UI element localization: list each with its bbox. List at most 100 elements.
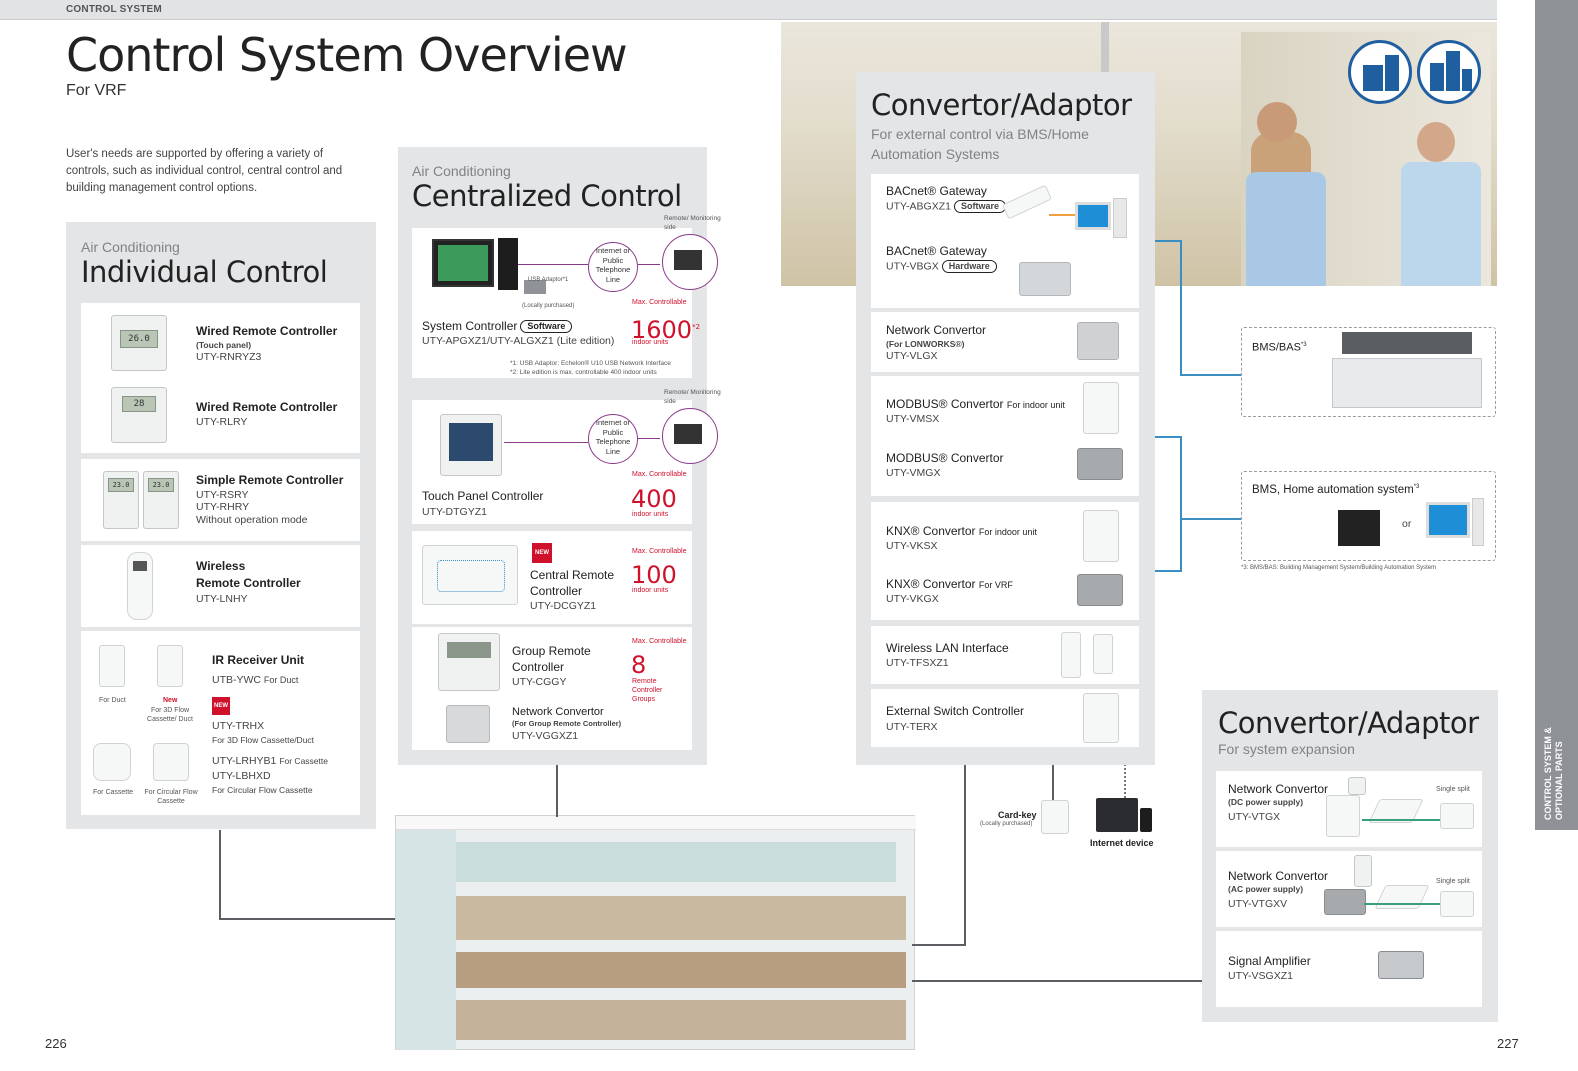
modbus-indoor-image (1083, 382, 1119, 434)
new-caption: New (163, 697, 178, 704)
bms-bas-text: BMS/BAS (1252, 341, 1301, 354)
remote-screen (133, 561, 147, 571)
model-code: UTY-ABGXZ1 (886, 200, 951, 213)
centralized-small-title: Air Conditioning (412, 163, 511, 179)
internet-label: Internet or Public Telephone Line (595, 418, 631, 456)
unit-label: indoor units (632, 587, 669, 594)
product-model: UTY-RSRY (196, 489, 249, 501)
remote-label: Remote/ Monitoring side (664, 389, 721, 405)
product-model: UTY-RNRYZ3 (196, 351, 262, 363)
modbus-card[interactable]: MODBUS® Convertor For indoor unit UTY-VM… (871, 376, 1139, 496)
convertor-system-title: Convertor/Adaptor (1218, 706, 1479, 740)
unit-label: Remote Controller Groups (632, 678, 663, 703)
network-convertor-dc-card[interactable]: Network Convertor (DC power supply) UTY-… (1216, 771, 1482, 847)
product-name: MODBUS® Convertor For indoor unit (886, 397, 1065, 413)
product-name: Simple Remote Controller (196, 473, 344, 487)
individual-small-title: Air Conditioning (81, 239, 180, 255)
knx-card[interactable]: KNX® Convertor For indoor unit UTY-VKSX … (871, 502, 1139, 620)
count-value: 1600 (631, 316, 693, 344)
lcd-display: 23.0 (148, 478, 174, 492)
product-name: BACnet® Gateway (886, 244, 987, 258)
simple-controller-card[interactable]: 23.0 23.0 Simple Remote Controller UTY-R… (81, 459, 360, 541)
convertor-ac-image (1324, 889, 1366, 915)
photo-head-right (1417, 122, 1455, 162)
signal-amplifier-card[interactable]: Signal Amplifier UTY-VSGXZ1 (1216, 931, 1482, 1007)
bms-link (1140, 436, 1182, 438)
unit-label: indoor units (632, 339, 669, 346)
external-switch-card[interactable]: External Switch Controller UTY-TERX (871, 689, 1139, 747)
photo-shirt-left (1246, 172, 1326, 286)
network-link (638, 264, 660, 265)
touch-panel-card[interactable]: Internet or Public Telephone Line Remote… (412, 389, 721, 524)
product-model: UTY-VLGX (886, 350, 938, 362)
building-floor-1 (456, 1000, 906, 1040)
simple-remote-image: 23.0 (143, 471, 179, 529)
wireless-controller-card[interactable]: Wireless Remote Controller UTY-LNHY (81, 545, 360, 627)
connector (556, 765, 558, 817)
network-link (518, 264, 588, 265)
product-model: UTY-DTGYZ1 (422, 506, 487, 518)
product-model: UTY-VKGX (886, 593, 939, 605)
side-tab[interactable] (1535, 0, 1578, 830)
building-icon-tower (1385, 55, 1399, 91)
model-note: For Cassette (279, 756, 328, 766)
phone-image (1140, 808, 1152, 832)
single-split-label: Single split (1436, 878, 1470, 885)
usb-adaptor-image (524, 280, 546, 294)
wlan-card[interactable]: Wireless LAN Interface UTY-TFSXZ1 (871, 626, 1139, 684)
bms-home-label: BMS, Home automation system*3 (1252, 480, 1419, 498)
lonworks-card[interactable]: Network Convertor (For LONWORKS®) UTY-VL… (871, 312, 1139, 372)
product-model: UTY-VTGX (1228, 811, 1281, 823)
side-tab-label: CONTROL SYSTEM & OPTIONAL PARTS (1543, 727, 1564, 820)
home-panel-image (1338, 510, 1380, 546)
product-sub: (DC power supply) (1228, 797, 1304, 807)
page-subtitle: For VRF (66, 82, 127, 99)
product-name: Touch Panel Controller (422, 489, 544, 503)
network-convertor-ac-card[interactable]: Network Convertor (AC power supply) UTY-… (1216, 851, 1482, 927)
photo-head-left (1257, 102, 1297, 142)
system-controller-card[interactable]: USB Adaptor*1 (Locally purchased) Intern… (412, 215, 721, 378)
product-name-text: MODBUS® Convertor (886, 397, 1004, 411)
building-roof (396, 816, 916, 830)
product-name: Network Convertor (886, 323, 987, 337)
wlan-interface-image (1093, 634, 1113, 674)
model-code: UTY-LRHYB1 (212, 755, 277, 767)
product-sub: (AC power supply) (1228, 884, 1304, 894)
remote-image (1354, 855, 1372, 887)
central-remote-card[interactable]: NEW Central Remote Controller UTY-DCGYZ1… (412, 531, 692, 624)
convertor-bms-subtitle: For external control via BMS/Home Automa… (871, 126, 1089, 162)
individual-title: Individual Control (81, 255, 328, 289)
network-convertor-image (1077, 322, 1119, 360)
outdoor-unit-image (1440, 803, 1474, 829)
max-count: 400 (631, 485, 677, 513)
wired-controllers-card[interactable]: 26.0 Wired Remote Controller (Touch pane… (81, 303, 360, 453)
bms-link (1140, 240, 1182, 242)
touch-panel-image (440, 414, 502, 476)
signal-amplifier-image (1378, 951, 1424, 979)
building-icon (1348, 40, 1412, 104)
max-count: 1600*2 (631, 314, 700, 343)
card-key-note: (Locally purchased) (980, 821, 1033, 827)
product-name: IR Receiver Unit (212, 653, 305, 667)
convertor-bms-panel: Convertor/Adaptor For external control v… (856, 72, 1155, 765)
group-remote-image (438, 633, 500, 691)
bms-home-box: BMS, Home automation system*3 or (1241, 471, 1496, 561)
building-floor-4 (456, 842, 896, 882)
group-remote-card[interactable]: Group Remote Controller UTY-CGGY Max. Co… (412, 627, 692, 750)
ir-receiver-card[interactable]: For Duct New For 3D Flow Cassette/ Duct … (81, 631, 360, 815)
product-name-text: System Controller (422, 319, 518, 333)
pc-image (1075, 202, 1111, 230)
product-name: KNX® Convertor For indoor unit (886, 524, 1037, 540)
ir-receiver-cassette-image (93, 743, 131, 781)
remote-image (1348, 777, 1366, 795)
internet-label: Internet or Public Telephone Line (595, 246, 631, 284)
usb-key-image (1001, 184, 1053, 220)
wired-remote-touch-image: 26.0 (111, 315, 167, 371)
bms-bas-label: BMS/BAS*3 (1252, 338, 1307, 356)
footnote-3: *3: BMS/BAS: Building Management System/… (1241, 565, 1437, 571)
product-model: UTY-LBHXD (212, 770, 271, 782)
product-sub: (Touch panel) (196, 340, 252, 350)
internet-circle (588, 414, 638, 464)
convertor-dc-image (1326, 795, 1360, 837)
